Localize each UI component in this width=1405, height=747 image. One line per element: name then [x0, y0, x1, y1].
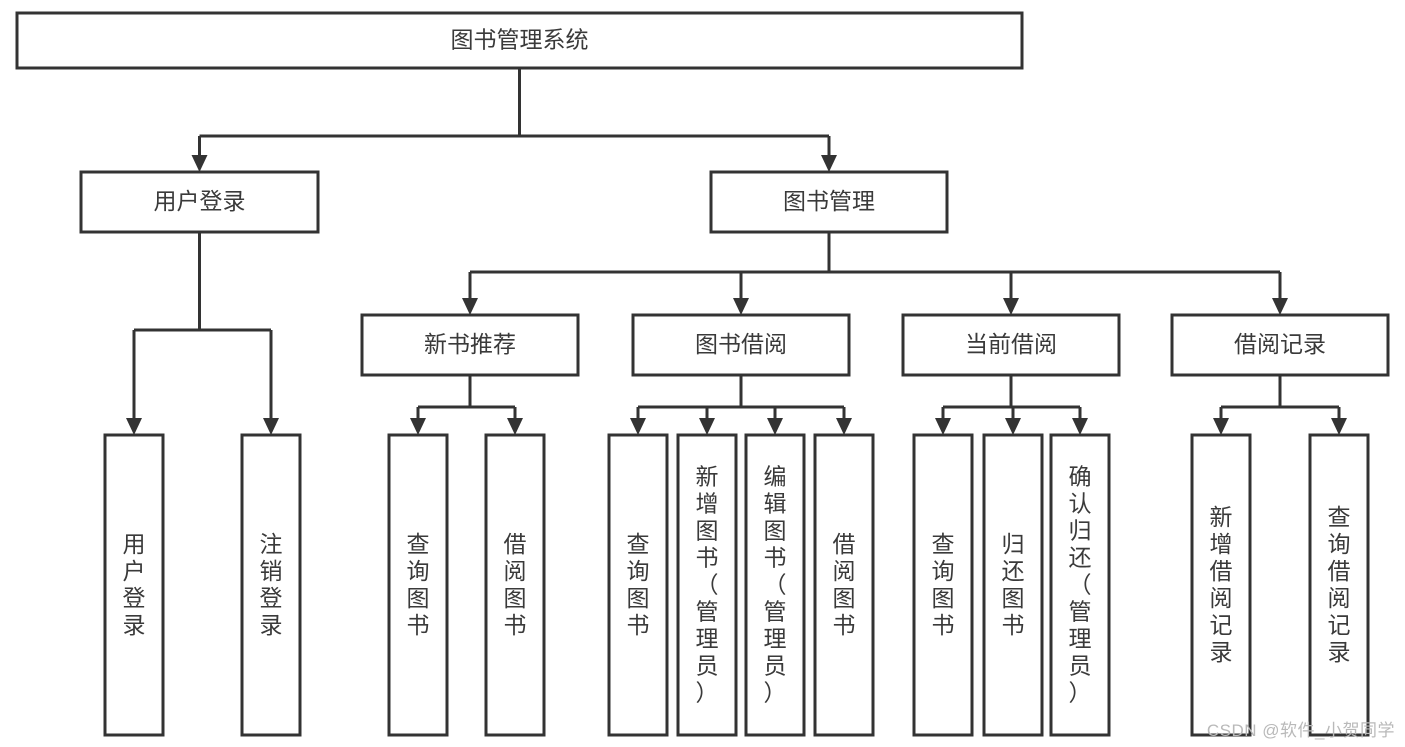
node-box-cb-query-book	[912, 433, 974, 737]
node-box-nbr-query-book	[387, 433, 449, 737]
node-box-cb-confirm-return	[1049, 433, 1111, 737]
node-layer: 图书管理系统用户登录图书管理用户登录注销登录新书推荐图书借阅当前借阅借阅记录查询…	[15, 11, 1390, 737]
node-label-book-borrow: 图书借阅	[695, 331, 787, 357]
node-label-cb-confirm-return: 确认归还（管理员）	[1069, 464, 1092, 706]
node-box-book-management	[709, 170, 949, 234]
node-book-borrow[interactable]: 图书借阅	[631, 313, 851, 377]
node-box-user-login-leaf	[103, 433, 165, 737]
node-label-root: 图书管理系统	[451, 27, 589, 53]
node-box-br-add-record	[1190, 433, 1252, 737]
node-label-user-login: 用户登录	[154, 188, 246, 214]
node-label-new-book-recommend: 新书推荐	[424, 331, 516, 357]
arrow-current-borrow-arrowhead	[1003, 298, 1019, 315]
node-label-br-query-record: 查询借阅记录	[1328, 504, 1351, 665]
arrow-br-add-record-arrowhead	[1213, 418, 1229, 435]
node-label-cb-return-book: 归还图书	[1002, 531, 1025, 638]
node-box-cb-return-book	[982, 433, 1044, 737]
node-label-borrow-records: 借阅记录	[1234, 331, 1326, 357]
node-label-nbr-query-book: 查询图书	[407, 531, 430, 638]
node-borrow-records[interactable]: 借阅记录	[1170, 313, 1390, 377]
arrow-book-borrow-arrowhead	[733, 298, 749, 315]
node-book-management[interactable]: 图书管理	[709, 170, 949, 234]
node-label-current-borrow: 当前借阅	[965, 331, 1057, 357]
node-box-user-logout-leaf	[240, 433, 302, 737]
node-box-br-query-record	[1308, 433, 1370, 737]
node-box-book-borrow	[631, 313, 851, 377]
node-nbr-query-book[interactable]: 查询图书	[387, 433, 449, 737]
arrow-borrow-records-arrowhead	[1272, 298, 1288, 315]
node-box-bb-borrow-book	[813, 433, 875, 737]
node-cb-query-book[interactable]: 查询图书	[912, 433, 974, 737]
node-box-root	[15, 11, 1024, 70]
node-box-bb-add-book	[676, 433, 738, 737]
arrow-new-book-recommend-arrowhead	[462, 298, 478, 315]
node-box-bb-query-book	[607, 433, 669, 737]
node-box-bb-edit-book	[744, 433, 806, 737]
arrow-nbr-borrow-book-arrowhead	[507, 418, 523, 435]
node-label-bb-borrow-book: 借阅图书	[833, 531, 856, 638]
arrow-user-login-arrowhead	[191, 155, 208, 172]
node-user-login[interactable]: 用户登录	[79, 170, 320, 234]
arrow-br-query-record-arrowhead	[1331, 418, 1347, 435]
node-cb-return-book[interactable]: 归还图书	[982, 433, 1044, 737]
node-user-logout-leaf[interactable]: 注销登录	[240, 433, 302, 737]
node-label-bb-edit-book: 编辑图书（管理员）	[764, 464, 787, 706]
node-label-cb-query-book: 查询图书	[932, 531, 955, 638]
arrow-cb-query-book-arrowhead	[935, 418, 951, 435]
node-box-borrow-records	[1170, 313, 1390, 377]
arrow-bb-borrow-book-arrowhead	[836, 418, 852, 435]
arrow-nbr-query-book-arrowhead	[410, 418, 426, 435]
arrow-cb-confirm-return-arrowhead	[1072, 418, 1088, 435]
node-cb-confirm-return[interactable]: 确认归还（管理员）	[1049, 433, 1111, 737]
node-root[interactable]: 图书管理系统	[15, 11, 1024, 70]
node-bb-edit-book[interactable]: 编辑图书（管理员）	[744, 433, 806, 737]
arrow-bb-edit-book-arrowhead	[767, 418, 783, 435]
node-box-current-borrow	[901, 313, 1121, 377]
node-bb-borrow-book[interactable]: 借阅图书	[813, 433, 875, 737]
node-nbr-borrow-book[interactable]: 借阅图书	[484, 433, 546, 737]
node-br-query-record[interactable]: 查询借阅记录	[1308, 433, 1370, 737]
connector-layer	[126, 68, 1347, 435]
node-box-nbr-borrow-book	[484, 433, 546, 737]
node-bb-query-book[interactable]: 查询图书	[607, 433, 669, 737]
node-br-add-record[interactable]: 新增借阅记录	[1190, 433, 1252, 737]
node-label-user-login-leaf: 用户登录	[123, 531, 146, 638]
node-label-user-logout-leaf: 注销登录	[260, 531, 283, 638]
arrow-user-logout-leaf-arrowhead	[263, 418, 279, 435]
arrow-bb-query-book-arrowhead	[630, 418, 646, 435]
arrow-user-login-leaf-arrowhead	[126, 418, 142, 435]
node-new-book-recommend[interactable]: 新书推荐	[360, 313, 580, 377]
node-label-nbr-borrow-book: 借阅图书	[504, 531, 527, 638]
node-label-br-add-record: 新增借阅记录	[1210, 504, 1233, 665]
node-label-bb-add-book: 新增图书（管理员）	[696, 464, 719, 706]
node-box-user-login	[79, 170, 320, 234]
arrow-bb-add-book-arrowhead	[699, 418, 715, 435]
node-bb-add-book[interactable]: 新增图书（管理员）	[676, 433, 738, 737]
arrow-book-management-arrowhead	[821, 155, 837, 172]
node-current-borrow[interactable]: 当前借阅	[901, 313, 1121, 377]
node-box-new-book-recommend	[360, 313, 580, 377]
node-label-bb-query-book: 查询图书	[627, 531, 650, 638]
node-user-login-leaf[interactable]: 用户登录	[103, 433, 165, 737]
arrow-cb-return-book-arrowhead	[1005, 418, 1021, 435]
node-label-book-management: 图书管理	[783, 188, 875, 214]
